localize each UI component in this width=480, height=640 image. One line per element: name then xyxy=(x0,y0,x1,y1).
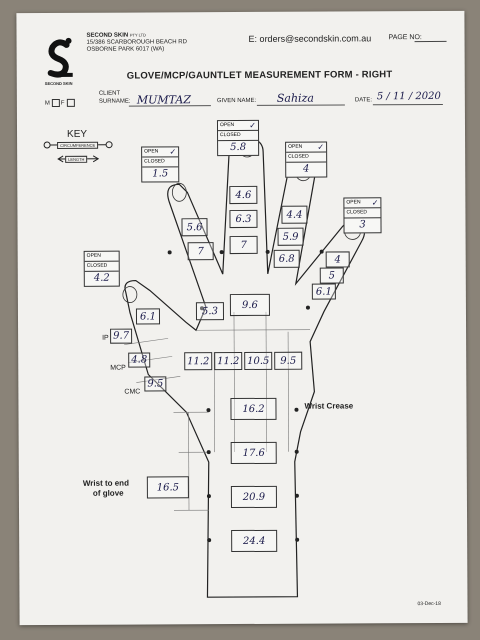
ring-circ-2: 5.9 xyxy=(277,227,304,246)
closed-label: CLOSED xyxy=(84,261,119,272)
middle-circ-3: 7 xyxy=(229,235,258,255)
form-date: 03-Dec-18 xyxy=(417,600,441,608)
ring-circ-1: 4.4 xyxy=(281,205,308,224)
index-circ-1: 5.6 xyxy=(181,218,208,237)
tip-box-index: OPEN ✓ CLOSED 1.5 xyxy=(141,146,180,183)
tip-little-value: 3 xyxy=(359,219,366,231)
tip-index-value: 1.5 xyxy=(152,168,169,180)
measurement-form-paper: SECOND SKIN SECOND SKIN PTY LTD 15/386 S… xyxy=(16,10,468,626)
ring-circ-3: 6.8 xyxy=(273,249,300,268)
cmc-label: CMC xyxy=(124,388,141,396)
closed-label: CLOSED xyxy=(344,208,381,219)
palm-web-mid: 9.6 xyxy=(229,293,270,317)
tip-middle-value: 5.8 xyxy=(230,141,247,154)
open-label: OPEN xyxy=(288,143,303,150)
thumb-circ-1: 6.1 xyxy=(135,308,161,325)
knuckle-circ-1: 11.2 xyxy=(184,352,213,371)
checkmark-icon: ✓ xyxy=(169,147,177,157)
index-circ-2: 7 xyxy=(187,242,214,261)
closed-label: CLOSED xyxy=(286,152,327,163)
ip-value: 9.7 xyxy=(110,328,133,344)
tip-ring-value: 4 xyxy=(303,163,310,175)
open-row: OPEN ✓ xyxy=(142,147,179,158)
tip-box-thumb: OPEN CLOSED 4.2 xyxy=(83,250,120,287)
open-row: OPEN ✓ xyxy=(344,198,381,209)
knuckle-circ-4: 9.5 xyxy=(274,351,303,370)
wrist-circ: 16.2 xyxy=(230,397,277,421)
tip-thumb-value: 4.2 xyxy=(93,272,110,284)
open-label: OPEN xyxy=(346,199,361,206)
forearm-circ-1: 17.6 xyxy=(230,441,277,465)
knuckle-circ-3: 10.5 xyxy=(244,351,273,370)
checkmark-icon: ✓ xyxy=(371,198,379,208)
knuckle-circ-2: 11.2 xyxy=(214,351,243,371)
little-circ-3: 6.1 xyxy=(311,283,336,300)
wrist-to-end-value: 16.5 xyxy=(146,476,189,499)
wrist-to-end-label-2: of glove xyxy=(92,488,124,498)
palm-web-left: 5.3 xyxy=(195,302,225,321)
wrist-crease-label: Wrist Crease xyxy=(304,401,354,411)
forearm-circ-2: 20.9 xyxy=(230,485,277,509)
tip-box-little: OPEN ✓ CLOSED 3 xyxy=(343,197,382,234)
ip-label: IP xyxy=(102,334,109,342)
second-skin-logo-icon xyxy=(47,37,73,78)
checkmark-icon: ✓ xyxy=(317,142,325,152)
open-row: OPEN ✓ xyxy=(286,142,327,153)
forearm-circ-3: 24.4 xyxy=(231,529,278,553)
wrist-to-end-label-1: Wrist to end xyxy=(82,478,129,488)
tip-box-middle: OPEN ✓ CLOSED 5.8 xyxy=(216,119,260,157)
open-label: OPEN xyxy=(144,148,159,155)
closed-label: CLOSED xyxy=(142,157,179,168)
cmc-value: 9.5 xyxy=(144,376,167,392)
open-label: OPEN xyxy=(84,251,119,262)
open-label: OPEN xyxy=(219,122,235,129)
mcp-label: MCP xyxy=(110,364,126,372)
middle-circ-2: 6.3 xyxy=(229,209,258,229)
little-circ-2: 5 xyxy=(319,267,344,284)
tip-box-ring: OPEN ✓ CLOSED 4 xyxy=(285,141,328,178)
mcp-value: 4.8 xyxy=(128,352,151,368)
closed-label: CLOSED xyxy=(218,130,259,142)
little-circ-1: 4 xyxy=(325,251,350,268)
open-row: OPEN ✓ xyxy=(217,120,259,132)
checkmark-icon: ✓ xyxy=(249,120,257,130)
middle-circ-1: 4.6 xyxy=(229,185,258,205)
